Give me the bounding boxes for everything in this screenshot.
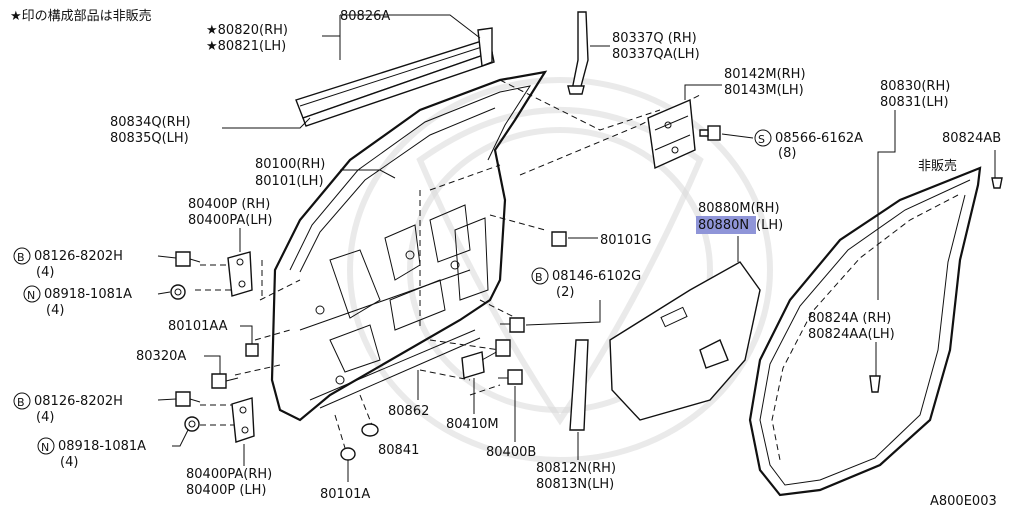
bolt-08126-upper[interactable]	[175, 251, 201, 267]
door-shell-80100[interactable]	[270, 70, 548, 422]
label-08566-code: 08566-6162A	[775, 131, 863, 146]
nut-08918-lower[interactable]	[184, 416, 200, 432]
check-link-80410m[interactable]	[461, 339, 511, 379]
label-80821: ★80821(LH)	[206, 39, 286, 54]
moulding-80826a[interactable]	[295, 27, 495, 127]
b-symbol-08146	[531, 267, 549, 285]
label-80100: 80100(RH)	[255, 157, 325, 172]
label-80400p-upper: 80400P (RH)	[188, 197, 270, 212]
n-symbol-lower	[37, 437, 55, 455]
highlight-80880n	[696, 216, 756, 234]
strip-80337q[interactable]	[567, 11, 589, 95]
label-80820: ★80820(RH)	[206, 23, 288, 38]
label-80824ab: 80824AB	[942, 131, 1001, 146]
bolt-08566[interactable]	[699, 125, 721, 141]
clip-80824a[interactable]	[869, 375, 881, 393]
n-symbol-upper	[23, 285, 41, 303]
bolt-08146[interactable]	[500, 317, 525, 333]
label-80824aa: 80824AA(LH)	[808, 327, 895, 342]
label-80841: 80841	[378, 443, 419, 458]
not-sold-label: 非販売	[918, 158, 957, 174]
s-symbol	[754, 129, 772, 147]
weatherstrip-80830[interactable]	[748, 166, 982, 497]
label-80826a: 80826A	[340, 9, 390, 24]
nut-08918-upper[interactable]	[170, 284, 186, 300]
hinge-lower-80400pa[interactable]	[231, 397, 255, 443]
label-80410m: 80410M	[446, 417, 499, 432]
label-80830: 80830(RH)	[880, 79, 950, 94]
n-symbol-letter-upper: N	[27, 289, 35, 302]
label-80143m: 80143M(LH)	[724, 83, 804, 98]
bolt-08126-lower[interactable]	[175, 391, 201, 407]
label-08918-lower-code: 08918-1081A	[58, 439, 146, 454]
b-symbol-upper	[13, 247, 31, 265]
hinge-upper-80400p[interactable]	[227, 251, 253, 297]
label-80101: 80101(LH)	[255, 174, 324, 189]
label-80400pa-lower: 80400PA(RH)	[186, 467, 272, 482]
label-80320a: 80320A	[136, 349, 186, 364]
label-80812n: 80812N(RH)	[536, 461, 616, 476]
clip-80101aa[interactable]	[245, 343, 259, 357]
label-80400pa-upper: 80400PA(LH)	[188, 213, 272, 228]
clip-80824ab[interactable]	[991, 177, 1003, 189]
label-80880n-highlighted[interactable]: 80880N	[698, 218, 749, 233]
note-text: ★印の構成部品は非販売	[10, 8, 152, 24]
label-80862: 80862	[388, 404, 429, 419]
bracket-80142m[interactable]	[647, 98, 696, 170]
label-80142m: 80142M(RH)	[724, 67, 806, 82]
label-80831: 80831(LH)	[880, 95, 949, 110]
label-08918-upper-code: 08918-1081A	[44, 287, 132, 302]
label-80400p-lower: 80400P (LH)	[186, 483, 267, 498]
s-symbol-letter: S	[758, 133, 765, 146]
diagram-code: A800E003	[930, 494, 997, 509]
sash-tape-80812n[interactable]	[569, 339, 589, 431]
label-08126-upper-code: 08126-8202H	[34, 249, 123, 264]
label-08918-lower-qty: (4)	[60, 455, 78, 470]
b-symbol-letter-lower: B	[17, 396, 25, 409]
clip-80101g[interactable]	[551, 231, 567, 247]
label-80824a: 80824A (RH)	[808, 311, 891, 326]
watermark-logo	[347, 77, 773, 463]
label-08146-code: 08146-6102G	[552, 269, 641, 284]
plug-80841[interactable]	[361, 423, 379, 437]
label-80834q: 80834Q(RH)	[110, 115, 191, 130]
label-80813n: 80813N(LH)	[536, 477, 614, 492]
bolt-80320a[interactable]	[211, 373, 239, 389]
n-symbol-letter-lower: N	[41, 441, 49, 454]
label-08146-qty: (2)	[556, 285, 574, 300]
b-symbol-letter-upper: B	[17, 251, 25, 264]
label-80101a: 80101A	[320, 487, 370, 502]
label-80101aa: 80101AA	[168, 319, 228, 334]
label-80337qa: 80337QA(LH)	[612, 47, 700, 62]
label-08126-upper-qty: (4)	[36, 265, 54, 280]
clip-80101a[interactable]	[340, 447, 356, 461]
label-80400b: 80400B	[486, 445, 536, 460]
b-symbol-lower	[13, 392, 31, 410]
label-80880m: 80880M(RH)	[698, 201, 780, 216]
label-08126-lower-qty: (4)	[36, 410, 54, 425]
label-80835q: 80835Q(LH)	[110, 131, 189, 146]
label-08126-lower-code: 08126-8202H	[34, 394, 123, 409]
sealing-screen-80880m[interactable]	[609, 261, 761, 421]
label-08918-upper-qty: (4)	[46, 303, 64, 318]
bolt-80400b[interactable]	[498, 369, 523, 385]
label-80101g: 80101G	[600, 233, 651, 248]
label-80880n-side: (LH)	[756, 218, 783, 233]
label-80337q: 80337Q (RH)	[612, 31, 697, 46]
b-symbol-letter-08146: B	[535, 271, 543, 284]
label-08566-qty: (8)	[778, 146, 796, 161]
